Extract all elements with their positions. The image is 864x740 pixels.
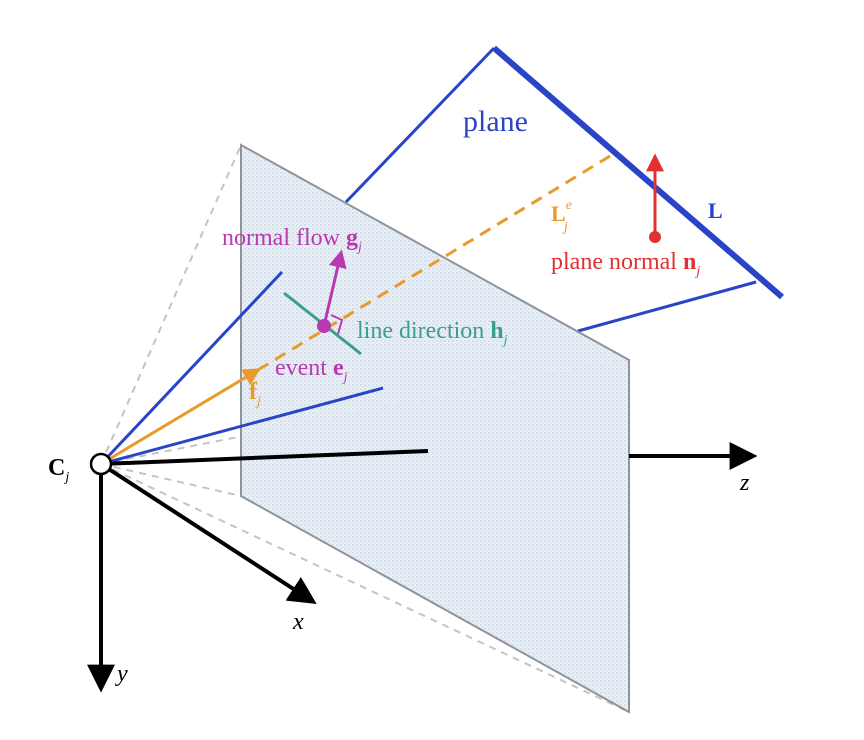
line-L-label: L (708, 198, 723, 223)
ray-bottom-1 (100, 463, 242, 497)
line-L (492, 45, 784, 300)
normal-flow (317, 249, 347, 335)
ray-top (100, 144, 242, 465)
event-point (317, 319, 331, 333)
camera-label: Cj (48, 455, 69, 485)
axis-z-behind (100, 449, 429, 466)
plane-edge-left (344, 46, 496, 204)
projection-line-lower (100, 386, 384, 466)
plane-edge-bottom (577, 280, 757, 333)
axis-x-label: x (292, 609, 304, 635)
right-angle-marker (330, 314, 344, 335)
axis-z-label: z (739, 470, 750, 496)
bearing-label: fj (249, 379, 261, 409)
ray-bottom-2 (100, 463, 630, 713)
plane-label: plane (463, 105, 528, 138)
bearing-vector-f (100, 368, 262, 466)
plane-normal-origin (649, 231, 661, 243)
camera-axes (87, 442, 758, 693)
bearing-ray (100, 151, 616, 466)
plane-normal (646, 153, 664, 243)
axis-y-label: y (115, 661, 128, 687)
projection-lines (99, 270, 384, 466)
camera-center (89, 452, 113, 476)
projection-line-upper (99, 270, 284, 466)
axis-x (99, 462, 317, 605)
normal-flow-vector-g (322, 249, 347, 327)
bearing-dashed-extension (257, 151, 616, 372)
world-plane: plane L (344, 45, 784, 333)
